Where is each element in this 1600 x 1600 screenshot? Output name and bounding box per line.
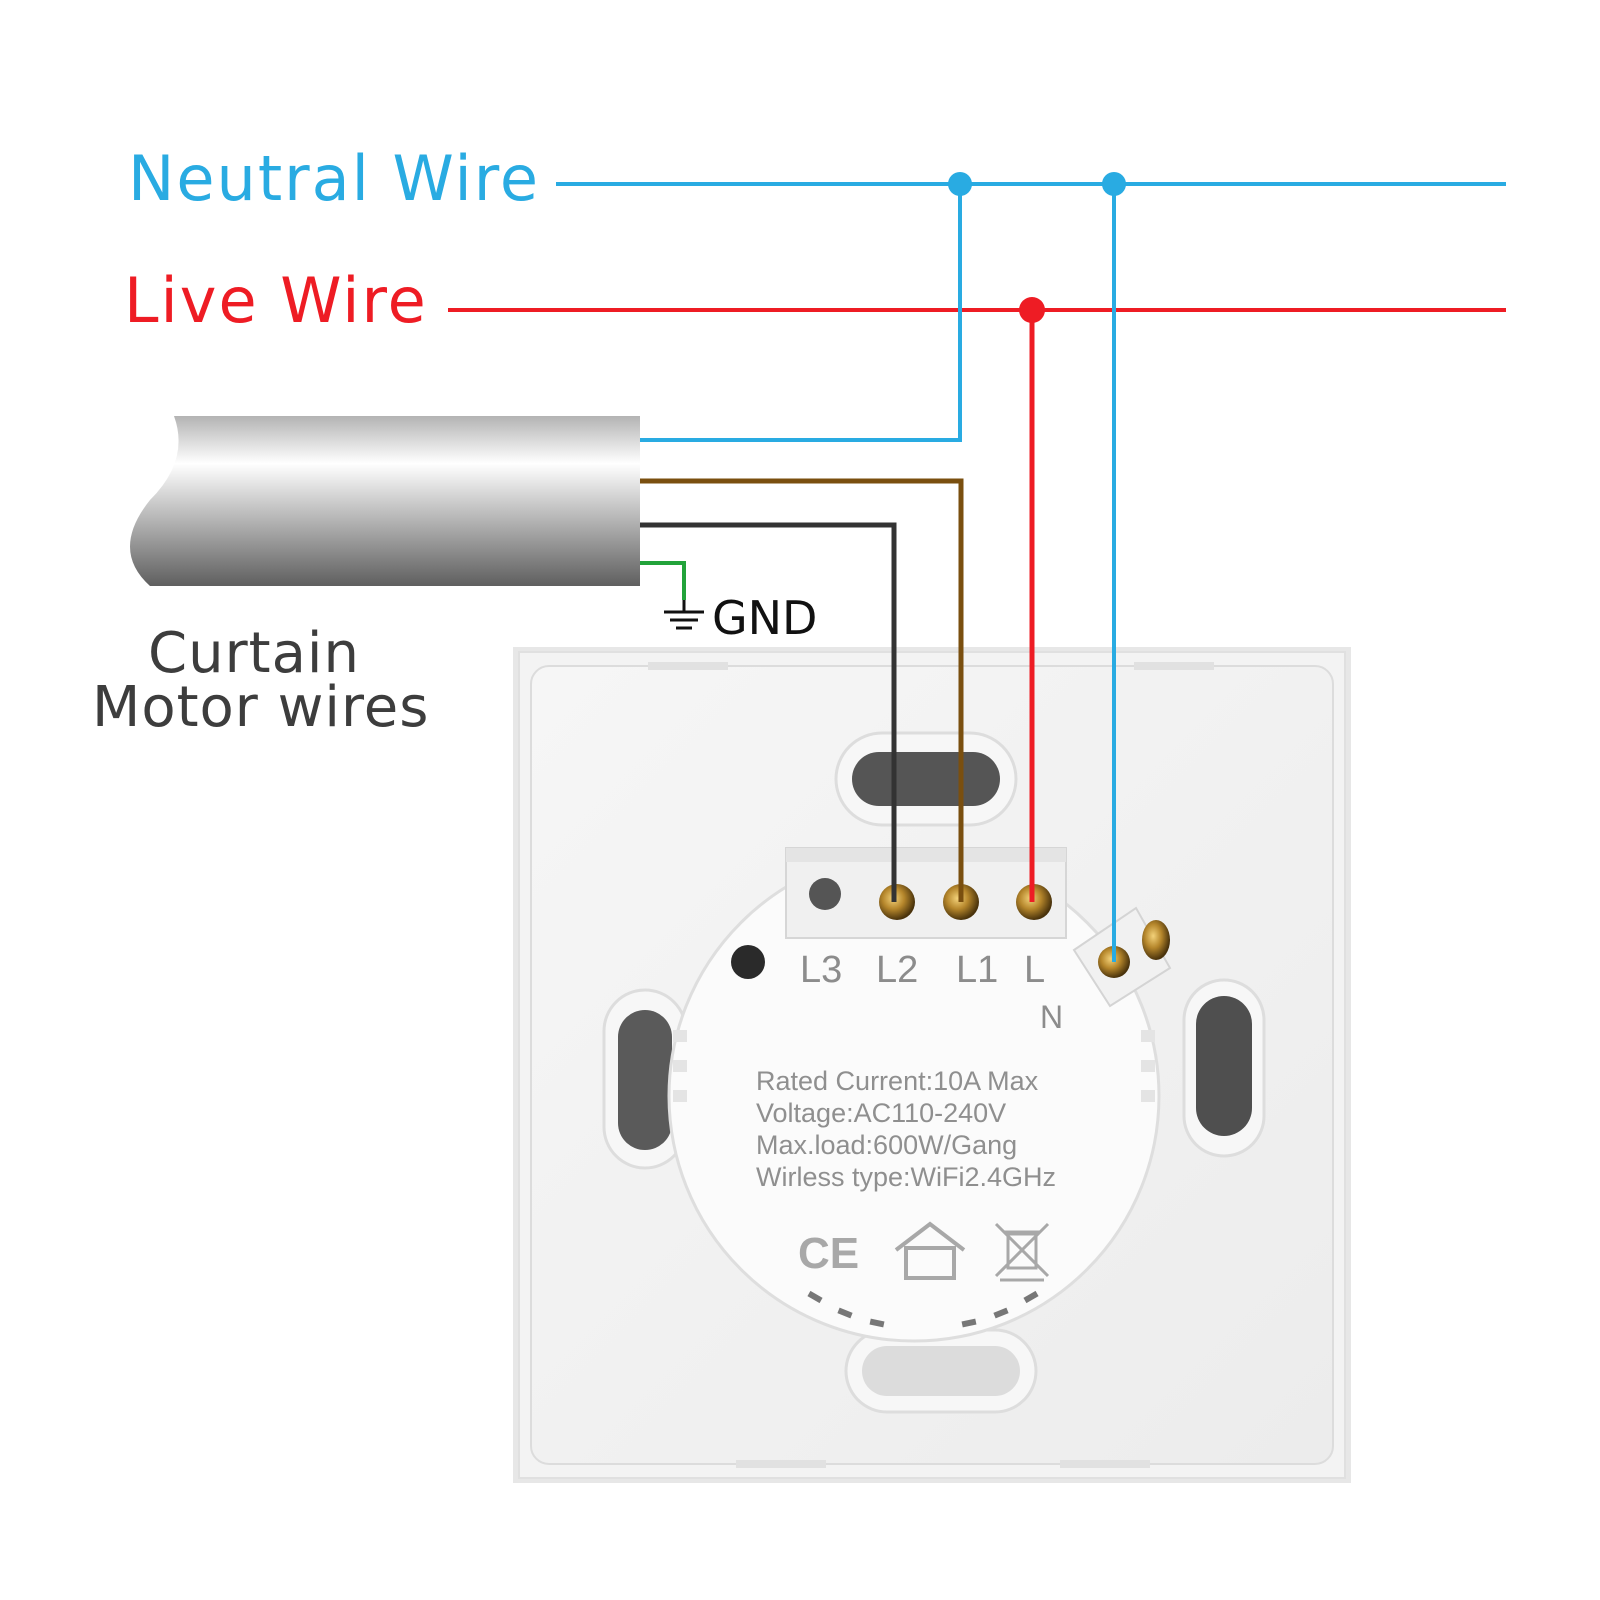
- terminal-l3-hole: [809, 878, 841, 910]
- neutral-motor-wire: [640, 184, 962, 442]
- gnd-label: GND: [712, 591, 817, 645]
- curtain-motor-label-line2: Motor wires: [92, 675, 429, 740]
- neutral-junction-left: [948, 172, 972, 196]
- terminal-label-l1: L1: [956, 949, 998, 991]
- ground-motor-wire: [640, 561, 686, 600]
- spec-wireless-type: Wirless type:WiFi2.4GHz: [756, 1162, 1056, 1192]
- curtain-motor-cable: [130, 416, 640, 586]
- terminal-label-l: L: [1024, 949, 1045, 991]
- neutral-wire-label: Neutral Wire: [128, 142, 540, 215]
- weee-bin-icon: [994, 1222, 1050, 1282]
- terminal-l2-screw: [879, 884, 915, 920]
- switch-module-body: [667, 849, 1161, 1343]
- ce-mark-icon: CE: [798, 1229, 859, 1278]
- terminal-label-n: N: [1040, 999, 1063, 1035]
- neutral-junction-right: [1102, 172, 1126, 196]
- black-motor-wire: [640, 522, 897, 902]
- terminal-label-l3: L3: [800, 949, 842, 991]
- mounting-slot-top: [834, 731, 1018, 827]
- spec-max-load: Max.load:600W/Gang: [756, 1130, 1017, 1160]
- curtain-motor-label-line1: Curtain: [148, 621, 360, 686]
- indicator-hole: [731, 945, 765, 979]
- ground-icon: [664, 600, 704, 630]
- spec-rated-current: Rated Current:10A Max: [756, 1066, 1039, 1096]
- mounting-slot-bottom: [844, 1328, 1038, 1414]
- mounting-slot-right: [1182, 978, 1266, 1158]
- indoor-use-house-icon: [894, 1221, 966, 1280]
- live-wire-label: Live Wire: [124, 264, 428, 337]
- live-junction: [1019, 297, 1045, 323]
- terminal-label-l2: L2: [876, 949, 918, 991]
- spec-voltage: Voltage:AC110-240V: [756, 1098, 1006, 1128]
- brown-motor-wire: [640, 478, 964, 902]
